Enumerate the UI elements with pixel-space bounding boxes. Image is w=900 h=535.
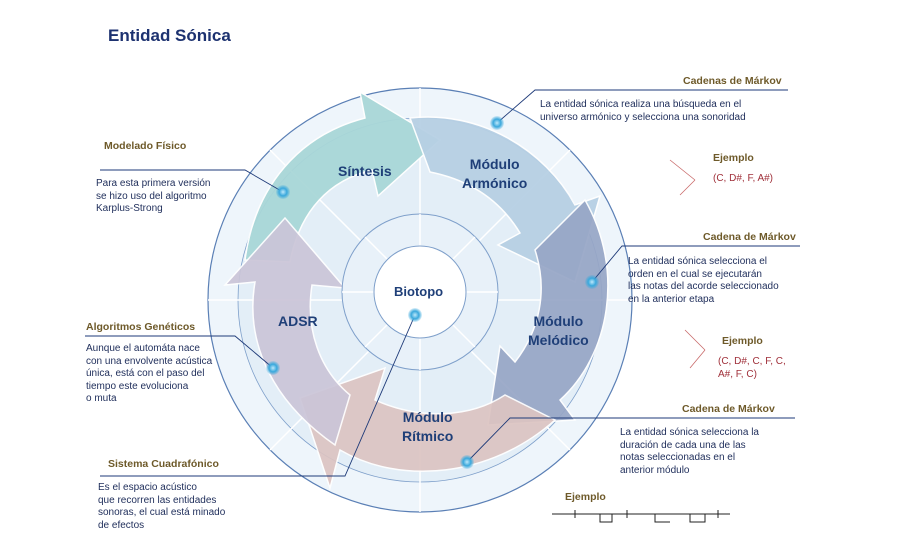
note-heading-markov-2: Cadena de Márkov [703, 231, 796, 243]
note-line: Para esta primera versión [96, 178, 211, 189]
note-line: notas seleccionadas en el [620, 452, 736, 463]
note-line: con una envolvente acústica [86, 355, 213, 367]
note-line: única, está con el paso del [86, 368, 205, 379]
page-title: Entidad Sónica [108, 26, 231, 45]
note-line: La entidad sónica selecciona la [620, 427, 759, 438]
example-label-1: Ejemplo [713, 152, 754, 164]
note-text-modelado: Para esta primera versión se hizo uso de… [96, 178, 211, 216]
arrow-ritmico [299, 366, 557, 491]
example-value-1: (C, D#, F, A#) [713, 172, 773, 185]
hub-center [373, 245, 467, 339]
note-line: las notas del acorde seleccionado [628, 281, 779, 292]
note-line: que recorren las entidades [98, 494, 217, 506]
example-label-2: Ejemplo [722, 335, 763, 347]
label-armonico: Módulo Armónico [462, 155, 527, 193]
example-value-2: (C, D#, C, F, C, A#, F, C) [718, 355, 786, 381]
example-line: (C, D#, C, F, C, [718, 356, 786, 367]
note-heading-markov-3: Cadena de Márkov [682, 403, 775, 415]
note-heading-modelado: Modelado Físico [104, 140, 187, 152]
example-label-3: Ejemplo [565, 491, 606, 503]
note-text-markov-2: La entidad sónica selecciona el orden en… [628, 256, 779, 306]
note-line: se hizo uso del algoritmo [96, 190, 207, 202]
note-text-markov-1: La entidad sónica realiza una búsqueda e… [540, 99, 746, 124]
label-melodico-line2: Melódico [528, 332, 589, 348]
example-line: A#, F, C) [718, 369, 757, 380]
rhythm-notation [552, 510, 730, 523]
note-line: Aunque el automáta nace [86, 343, 200, 354]
connector-dots [266, 116, 599, 469]
note-heading-markov-1: Cadenas de Márkov [683, 75, 782, 87]
arrow-melodico [487, 198, 609, 426]
note-line: Karplus-Strong [96, 203, 163, 214]
note-text-cuadrafonico: Es el espacio acústico que recorren las … [98, 482, 225, 532]
label-armonico-line1: Módulo [469, 156, 520, 172]
note-text-geneticos: Aunque el automáta nace con una envolven… [86, 343, 212, 406]
note-line: universo armónico y selecciona una sonor… [540, 111, 746, 123]
label-ritmico-line2: Rítmico [402, 428, 454, 444]
label-sintesis: Síntesis [338, 163, 392, 179]
note-heading-geneticos: Algoritmos Genéticos [86, 321, 196, 333]
note-heading-cuadrafonico: Sistema Cuadrafónico [108, 458, 219, 470]
connector-lines [85, 89, 800, 477]
label-melodico-line1: Módulo [533, 313, 584, 329]
note-line: La entidad sónica selecciona el [628, 256, 767, 267]
note-line: sonoras, el cual está minado [98, 507, 226, 518]
label-adsr: ADSR [278, 313, 318, 329]
note-line: duración de cada una de las [620, 439, 746, 451]
note-text-markov-3: La entidad sónica selecciona la duración… [620, 427, 759, 477]
label-biotopo: Biotopo [394, 284, 444, 299]
note-line: Es el espacio acústico [98, 482, 197, 493]
note-line: en la anterior etapa [628, 293, 715, 305]
label-melodico: Módulo Melódico [528, 312, 589, 350]
label-ritmico: Módulo Rítmico [402, 408, 453, 446]
label-ritmico-line1: Módulo [402, 409, 453, 425]
note-line: anterior módulo [620, 464, 690, 476]
label-armonico-line2: Armónico [462, 175, 528, 191]
example-connectors [669, 159, 706, 369]
note-line: tiempo este evoluciona [86, 380, 189, 392]
note-line: La entidad sónica realiza una búsqueda e… [540, 99, 742, 110]
note-line: orden en el cual se ejecutarán [628, 268, 762, 280]
example-line: (C, D#, F, A#) [713, 173, 774, 184]
note-line: de efectos [98, 519, 145, 531]
note-line: o muta [86, 393, 117, 404]
arrow-adsr [223, 216, 351, 447]
arrow-sintesis [244, 90, 442, 263]
